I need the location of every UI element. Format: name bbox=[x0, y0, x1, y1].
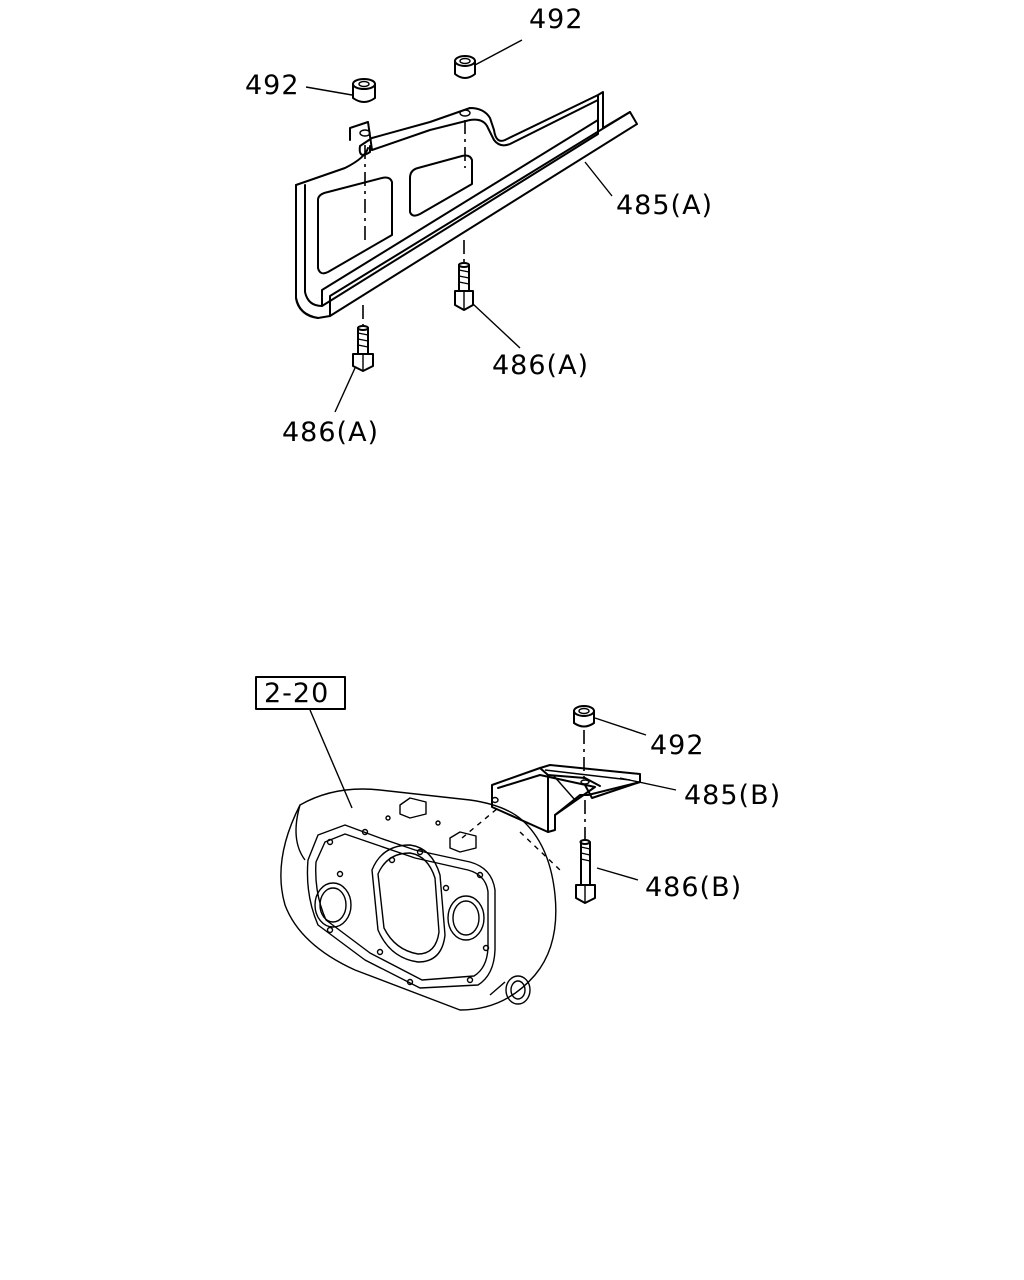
label-ref-2-20: 2-20 bbox=[264, 678, 329, 709]
label-486a-left: 486(A) bbox=[282, 417, 379, 448]
label-485b: 485(B) bbox=[684, 780, 781, 811]
housing-drawing bbox=[280, 788, 561, 1011]
label-492-top-left: 492 bbox=[245, 70, 300, 101]
label-492-top-right: 492 bbox=[529, 4, 584, 35]
bolt-486a-left bbox=[352, 305, 374, 372]
bolt-486a-right bbox=[454, 240, 474, 311]
bracket-a-assembly: 492 492 485(A) 486(A) 486(A) bbox=[245, 4, 713, 448]
label-486a-right: 486(A) bbox=[492, 350, 589, 381]
bolt-486b bbox=[575, 800, 596, 904]
nut-492-right bbox=[454, 55, 476, 79]
bracket-485b-drawing bbox=[491, 764, 641, 833]
label-485a: 485(A) bbox=[616, 190, 713, 221]
label-492-b: 492 bbox=[650, 730, 705, 761]
reference-box bbox=[255, 676, 346, 710]
label-486b: 486(B) bbox=[645, 872, 742, 903]
nut-492-left bbox=[352, 78, 376, 103]
nut-492-b bbox=[573, 705, 595, 780]
bracket-485a-drawing bbox=[295, 91, 638, 319]
bracket-b-assembly: 2-20 bbox=[255, 676, 781, 1011]
